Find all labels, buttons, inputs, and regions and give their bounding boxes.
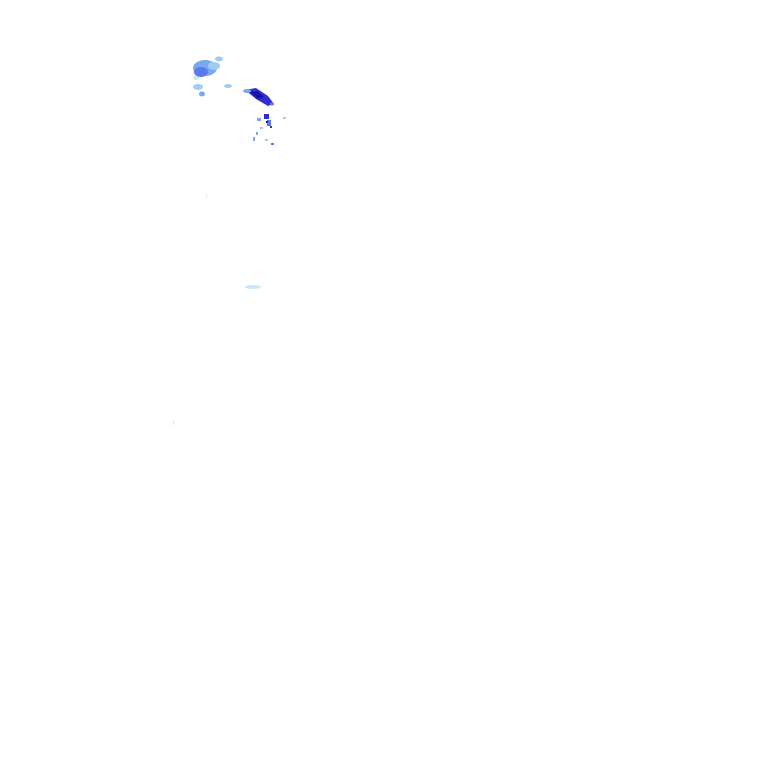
echo-speck bbox=[266, 121, 268, 123]
echo-speck bbox=[253, 137, 255, 141]
echo-speck bbox=[270, 126, 272, 128]
echo-speck bbox=[206, 194, 207, 197]
echo-streak bbox=[250, 91, 264, 99]
echo-southern-fragments bbox=[253, 114, 286, 145]
echo-speck bbox=[260, 127, 263, 129]
echo-blob bbox=[193, 76, 199, 80]
echo-speck bbox=[245, 285, 261, 289]
echo-blob bbox=[270, 102, 274, 106]
echo-blob bbox=[199, 91, 205, 97]
echo-speck bbox=[264, 114, 269, 119]
echo-blob bbox=[215, 56, 223, 62]
echo-blob bbox=[193, 84, 203, 90]
echo-speck bbox=[173, 421, 174, 425]
echo-blob bbox=[224, 84, 232, 88]
echo-central-band bbox=[243, 88, 274, 106]
echo-blob bbox=[194, 67, 208, 77]
echo-speck bbox=[257, 118, 261, 121]
echo-speck bbox=[271, 143, 274, 145]
echo-blob bbox=[243, 89, 251, 93]
echo-speck bbox=[267, 120, 271, 126]
echo-speck bbox=[265, 139, 268, 141]
echo-blob bbox=[208, 62, 220, 70]
echo-isolated-specks bbox=[173, 194, 261, 425]
echo-speck bbox=[256, 132, 258, 135]
echo-north-west-cluster bbox=[193, 56, 232, 97]
echo-speck bbox=[283, 117, 286, 119]
